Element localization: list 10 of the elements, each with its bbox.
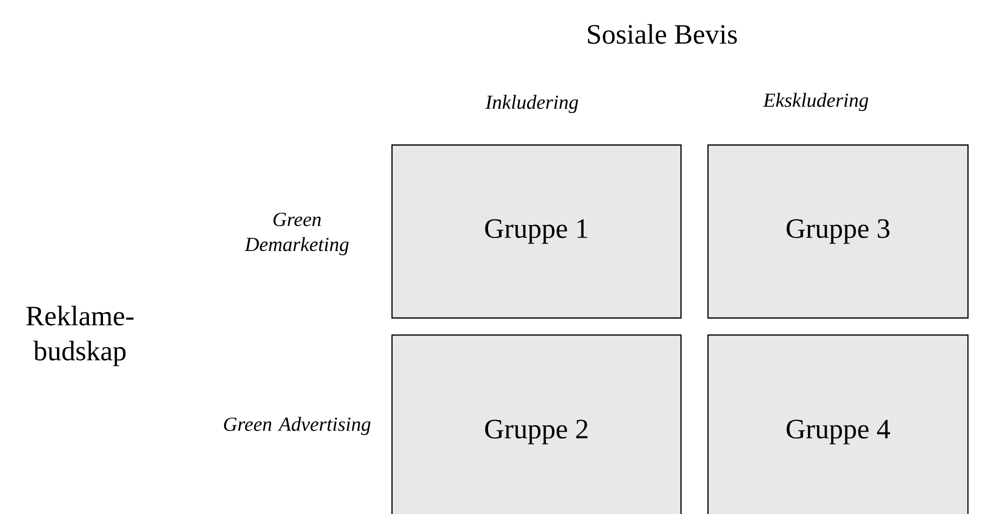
axis-title: Reklame-budskap xyxy=(26,306,134,366)
column-header: Ekskludering xyxy=(763,92,868,112)
group-box: Gruppe 3 xyxy=(707,144,969,319)
group-box: Gruppe 1 xyxy=(391,144,682,319)
group-box: Gruppe 4 xyxy=(707,334,969,514)
group-box: Gruppe 2 xyxy=(391,334,682,514)
row-header: Green Demarketing xyxy=(244,212,349,256)
column-header: Inkludering xyxy=(485,94,578,114)
row-header: Green Advertising xyxy=(224,416,370,436)
heading: Sosiale Bevis xyxy=(588,24,737,44)
